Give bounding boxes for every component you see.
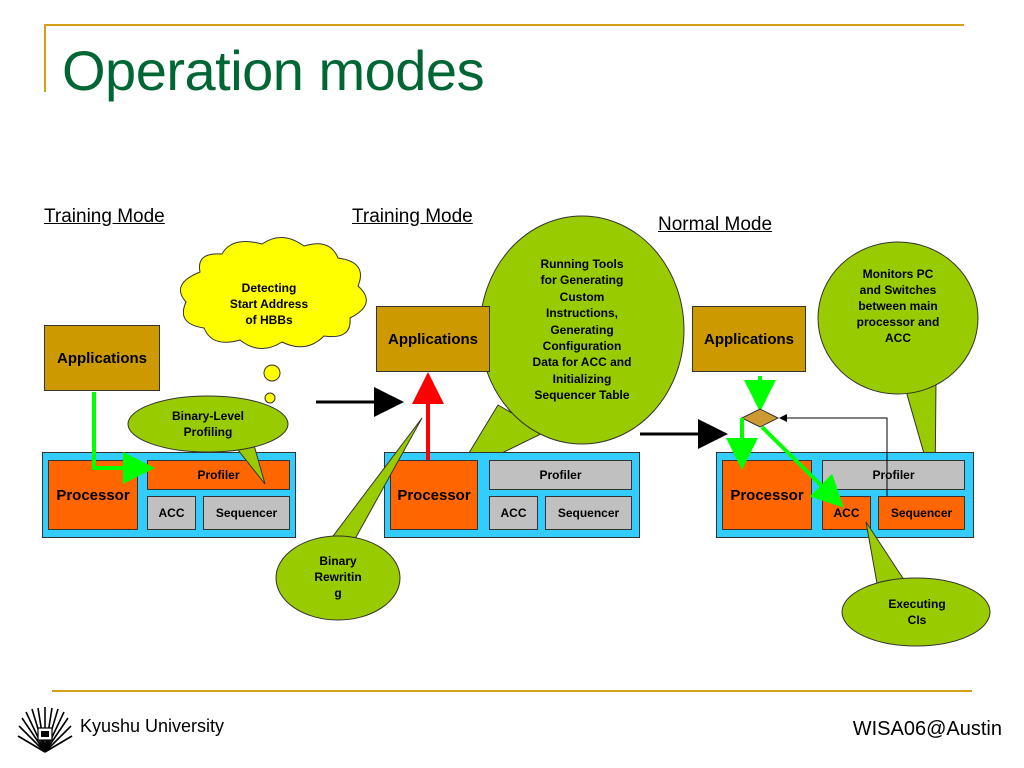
- acc-box-3: ACC: [822, 496, 871, 530]
- footer-university: Kyushu University: [80, 716, 225, 736]
- ex-line-2: CIs: [907, 613, 927, 627]
- university-logo: [16, 706, 74, 756]
- applications-box-3: Applications: [692, 306, 806, 372]
- br-line-2: Rewritin: [314, 570, 362, 584]
- rt-line-2: for Generating: [540, 273, 624, 288]
- acc-box-1: ACC: [147, 496, 196, 530]
- switch-diamond: [740, 408, 780, 428]
- rt-line-9: Sequencer Table: [534, 388, 630, 403]
- rt-line-6: Configuration: [542, 339, 622, 354]
- footer-venue: WISA06@Austin: [852, 718, 1002, 740]
- sequencer-box-3: Sequencer: [878, 496, 965, 530]
- callout-binary-level-profiling-text: Binary-Level Profiling: [138, 408, 278, 440]
- mode-label-2: Training Mode: [352, 206, 473, 227]
- mon-line-3: between main: [858, 299, 938, 313]
- br-line-1: Binary: [319, 554, 357, 568]
- callout-monitors-text: Monitors PC and Switches between main pr…: [838, 266, 958, 346]
- br-line-3: g: [334, 586, 342, 600]
- mon-line-5: ACC: [885, 331, 911, 345]
- callout-running-tools-text: Running Tools for Generating Custom Inst…: [505, 256, 659, 404]
- slide-title: Operation modes: [62, 39, 485, 102]
- rt-line-8: Initializing: [552, 371, 612, 386]
- university-logo-graphic: [17, 707, 73, 753]
- callout-binary-level-profiling-shape: [127, 395, 289, 485]
- top-gold-rule: [44, 24, 964, 26]
- processor-box-2: Processor: [390, 460, 478, 530]
- callout-executing-cis-text: Executing CIs: [862, 596, 972, 628]
- flow-arrow-switch-to-acc: [760, 425, 844, 508]
- top-gold-tick: [44, 24, 46, 92]
- thought-line-2: Start Address: [229, 297, 309, 311]
- callout-executing-cis-shape: [841, 521, 991, 647]
- rt-line-3: Custom: [559, 289, 605, 304]
- mode-label-1: Training Mode: [44, 206, 165, 227]
- rt-line-1: Running Tools: [540, 257, 624, 271]
- flow-arrow-apps-to-profiler: [92, 392, 155, 484]
- bottom-gold-rule: [52, 690, 972, 692]
- callout-binary-rewriting-text: Binary Rewritin g: [290, 553, 386, 601]
- mode-label-3: Normal Mode: [658, 214, 773, 235]
- sequencer-box-1: Sequencer: [203, 496, 290, 530]
- processor-box-3: Processor: [722, 460, 812, 530]
- thought-bubble-text: Detecting Start Address of HBBs: [200, 280, 338, 328]
- callout-1-line-2: Profiling: [183, 425, 233, 439]
- acc-box-2: ACC: [489, 496, 538, 530]
- profiler-box-3: Profiler: [822, 460, 965, 490]
- rt-line-5: Generating: [550, 322, 614, 337]
- thought-line-3: of HBBs: [245, 313, 293, 327]
- applications-box-1: Applications: [44, 325, 160, 391]
- feedback-arrow-sequencer-to-switch: [779, 414, 888, 496]
- callout-binary-rewriting-shape: [275, 417, 423, 621]
- rt-line-4: Instructions,: [545, 306, 618, 321]
- profiler-box-1: Profiler: [147, 460, 290, 490]
- mon-line-2: and Switches: [859, 283, 937, 297]
- mon-line-4: processor and: [856, 315, 940, 329]
- mon-line-1: Monitors PC: [862, 267, 934, 281]
- thought-line-1: Detecting: [241, 281, 297, 295]
- profiler-box-2: Profiler: [489, 460, 632, 490]
- sequencer-box-2: Sequencer: [545, 496, 632, 530]
- callout-1-line-1: Binary-Level: [171, 409, 245, 423]
- applications-box-2: Applications: [376, 306, 490, 372]
- rt-line-7: Data for ACC and: [532, 355, 632, 370]
- thought-bubble-shape: [179, 237, 367, 423]
- ex-line-1: Executing: [888, 597, 946, 611]
